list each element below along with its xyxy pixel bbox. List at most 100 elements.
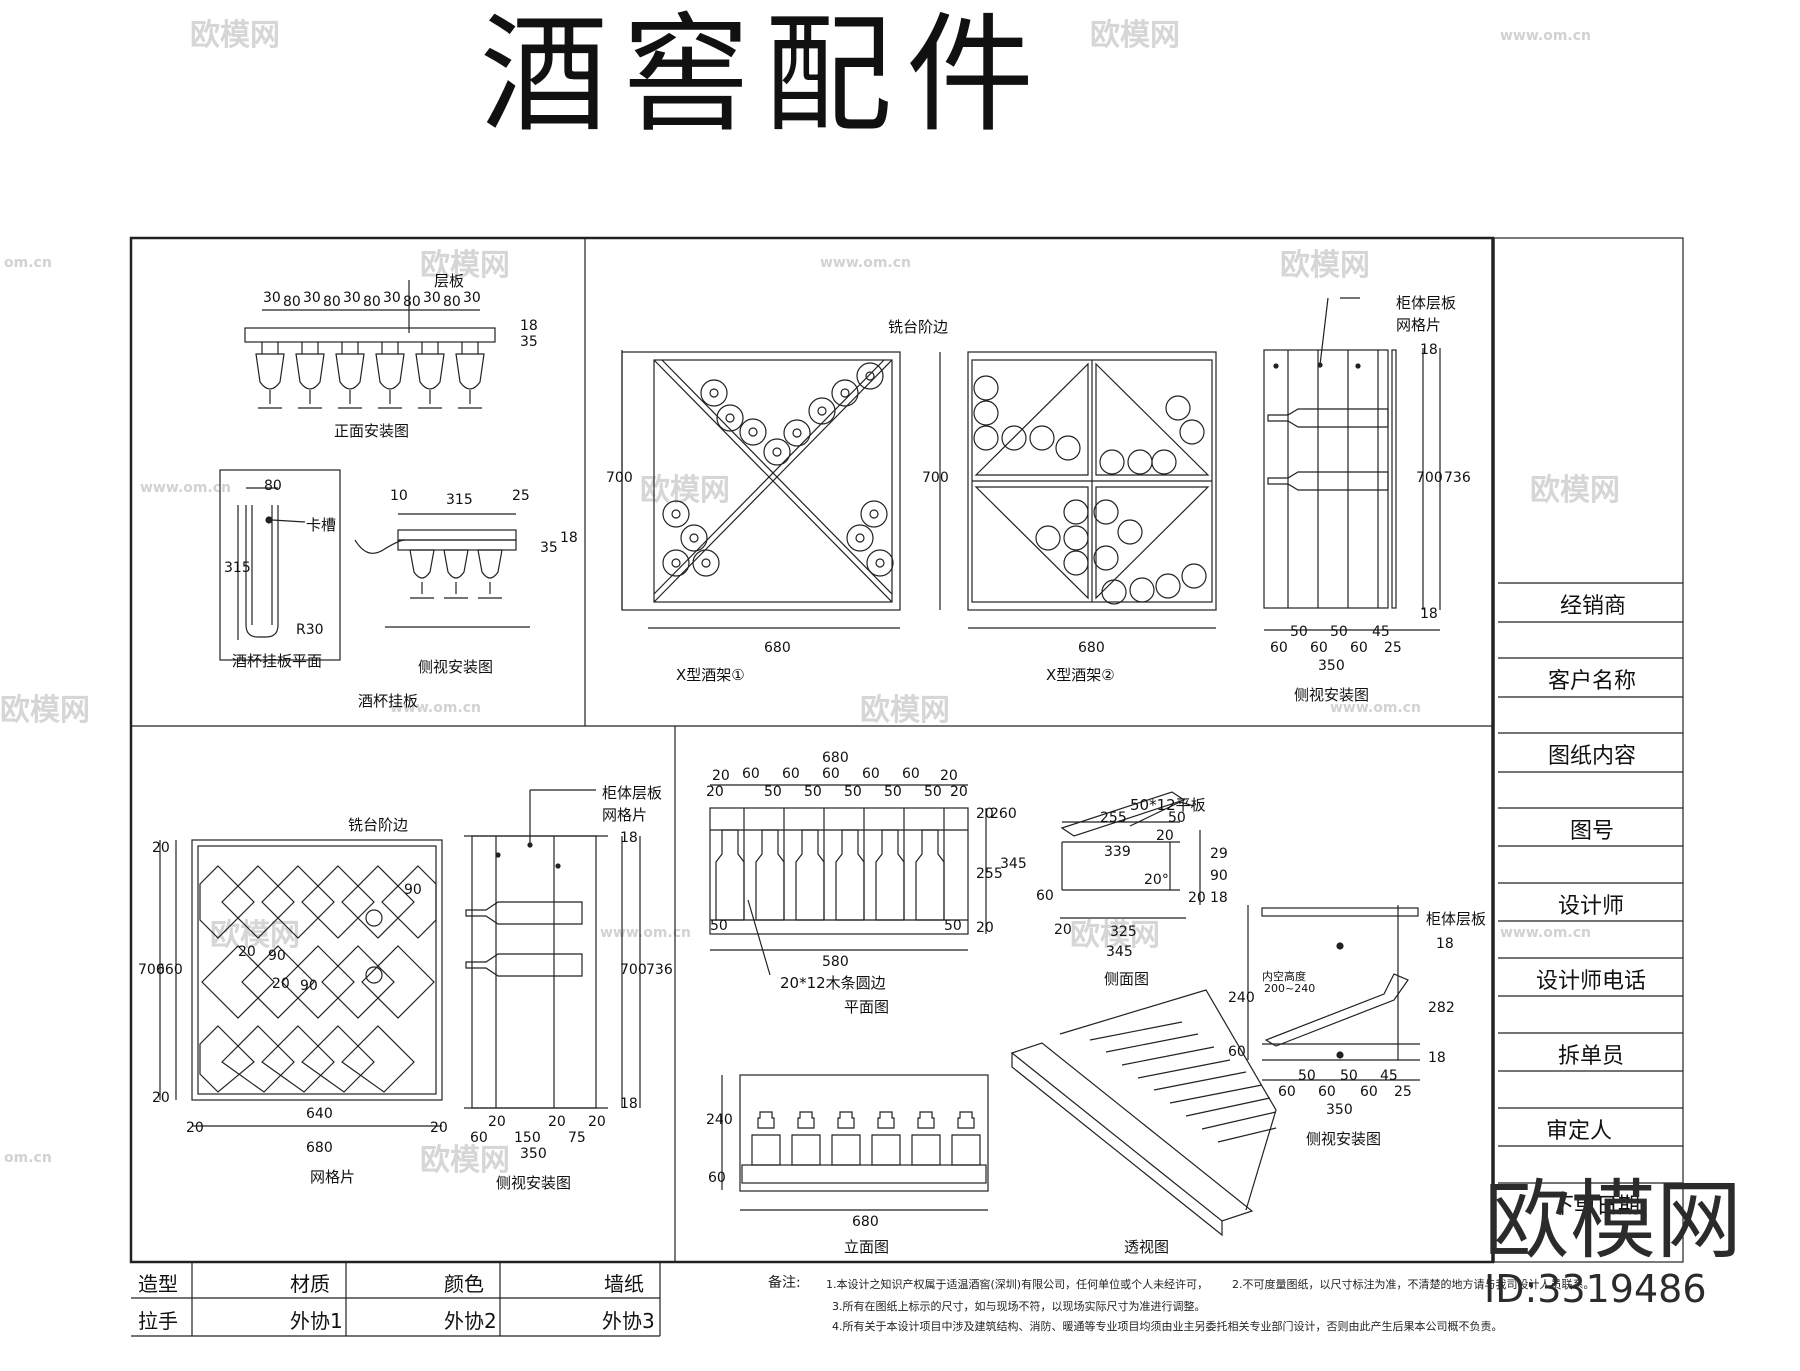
label-side-install-5: 侧视安装图	[1306, 1130, 1382, 1148]
label-side-view: 侧面图	[1104, 970, 1150, 988]
title-block-dealer: 经销商	[1560, 594, 1627, 619]
dim-label: 80	[283, 294, 301, 310]
watermark-badge: 欧模网 ID:3319486	[1484, 1178, 1742, 1308]
dim-label: 60	[1360, 1084, 1378, 1100]
watermark-text: 欧模网	[640, 473, 730, 508]
dim-label: 680	[1078, 640, 1105, 656]
dim-label: 60	[742, 766, 760, 782]
dim-label: 345	[1000, 856, 1027, 872]
dim-label: 660	[156, 962, 183, 978]
dim-label: 700	[1416, 470, 1443, 486]
dim-label: 60	[708, 1170, 726, 1186]
dim-label: 60	[1310, 640, 1328, 656]
dim-label: 30	[383, 290, 401, 306]
dim-label: 20	[548, 1114, 566, 1130]
dim-label: 18	[1420, 342, 1438, 358]
label-inner-height-range: 200~240	[1264, 982, 1316, 995]
dim-label: 240	[1228, 990, 1255, 1006]
dim-label: 20	[152, 840, 170, 856]
dim-label: 20°	[1144, 872, 1169, 888]
label-milled-edge: 铣台阶边	[888, 318, 949, 336]
watermark-url: www.om.cn	[140, 480, 232, 496]
table-cell: 外协2	[444, 1309, 497, 1333]
label-inner-height: 内空高度	[1262, 970, 1306, 983]
dim-label: 20	[430, 1120, 448, 1136]
notes-label: 备注:	[768, 1275, 801, 1291]
label-milled-edge-2: 铣台阶边	[348, 816, 409, 834]
title-block-designer: 设计师	[1558, 894, 1625, 919]
label-flat-board: 50*12平板	[1130, 796, 1206, 814]
label-cabinet-shelf-3: 柜体层板	[1426, 910, 1487, 928]
dim-label: 50	[1298, 1068, 1316, 1084]
watermark-id: ID:3319486	[1484, 1267, 1707, 1311]
dim-label: 20	[706, 784, 724, 800]
dim-label: 18	[620, 1096, 638, 1112]
label-wood-bar: 20*12木条圆边	[780, 974, 886, 992]
dim-label: R30	[296, 622, 324, 638]
dim-label: 315	[446, 492, 473, 508]
dim-label: 20	[976, 920, 994, 936]
dim-label: 45	[1380, 1068, 1398, 1084]
dim-label: 282	[1428, 1000, 1455, 1016]
note-3: 3.所有在图纸上标示的尺寸，如与现场不符，以现场实际尺寸为准进行调整。	[832, 1300, 1206, 1313]
dim-label: 18	[620, 830, 638, 846]
dim-label: 20	[488, 1114, 506, 1130]
table-cell: 墙纸	[604, 1272, 644, 1296]
dim-label: 30	[343, 290, 361, 306]
dim-label: 325	[1110, 924, 1137, 940]
dim-label: 35	[520, 334, 538, 350]
dim-label: 25	[1394, 1084, 1412, 1100]
dim-label: 20	[1054, 922, 1072, 938]
dim-label: 736	[646, 962, 673, 978]
watermark-text: 欧模网	[0, 693, 90, 728]
watermark-text: 欧模网	[1280, 248, 1370, 283]
dim-label: 20	[712, 768, 730, 784]
table-cell: 颜色	[444, 1272, 484, 1296]
dim-label: 18	[1428, 1050, 1446, 1066]
dim-label: 25	[512, 488, 530, 504]
watermark-text: 欧模网	[1070, 918, 1160, 953]
dim-label: 50	[1330, 624, 1348, 640]
dim-label: 150	[514, 1130, 541, 1146]
title-block-client: 客户名称	[1548, 669, 1637, 694]
watermark-url: www.om.cn	[390, 700, 482, 716]
title-block-approver: 审定人	[1546, 1119, 1613, 1144]
watermark-text: 欧模网	[860, 693, 950, 728]
dim-label: 260	[990, 806, 1017, 822]
label-cabinet-shelf-2: 柜体层板	[602, 784, 663, 802]
label-side-install: 侧视安装图	[418, 658, 494, 676]
dim-label: 90	[1210, 868, 1228, 884]
dim-label: 30	[303, 290, 321, 306]
watermark-text: 欧模网	[420, 248, 510, 283]
dim-label: 700	[138, 962, 165, 978]
dim-label: 29	[1210, 846, 1228, 862]
watermark-url: www.om.cn	[1500, 925, 1592, 941]
dim-label: 345	[1106, 944, 1133, 960]
dim-label: 700	[606, 470, 633, 486]
watermark-url: www.om.cn	[1330, 700, 1422, 716]
dim-label: 339	[1104, 844, 1131, 860]
dim-label: 20	[152, 1090, 170, 1106]
watermark-text: 欧模网	[420, 1143, 510, 1178]
dim-label: 80	[443, 294, 461, 310]
note-2: 2.不可度量图纸，以尺寸标注为准，不清楚的地方请与我司设计人员联系。	[1232, 1278, 1595, 1291]
dim-label: 60	[1228, 1044, 1246, 1060]
dim-label: 700	[620, 962, 647, 978]
note-4: 4.所有关于本设计项目中涉及建筑结构、消防、暖通等专业项目均须由业主另委托相关专…	[832, 1320, 1503, 1333]
dim-label: 20	[976, 806, 994, 822]
dim-label: 20	[238, 944, 256, 960]
dim-label: 315	[224, 560, 251, 576]
dim-label: 50	[1340, 1068, 1358, 1084]
dim-label: 80	[403, 294, 421, 310]
label-front-install: 正面安装图	[334, 422, 410, 440]
dim-label: 680	[306, 1140, 333, 1156]
dim-label: 50	[710, 918, 728, 934]
dim-label: 18	[560, 530, 578, 546]
dim-label: 90	[404, 882, 422, 898]
dim-label: 20	[940, 768, 958, 784]
label-cabinet-shelf: 柜体层板	[1396, 294, 1457, 312]
dim-label: 50	[944, 918, 962, 934]
dim-label: 60	[902, 766, 920, 782]
dim-label: 20	[186, 1120, 204, 1136]
dim-label: 60	[822, 766, 840, 782]
